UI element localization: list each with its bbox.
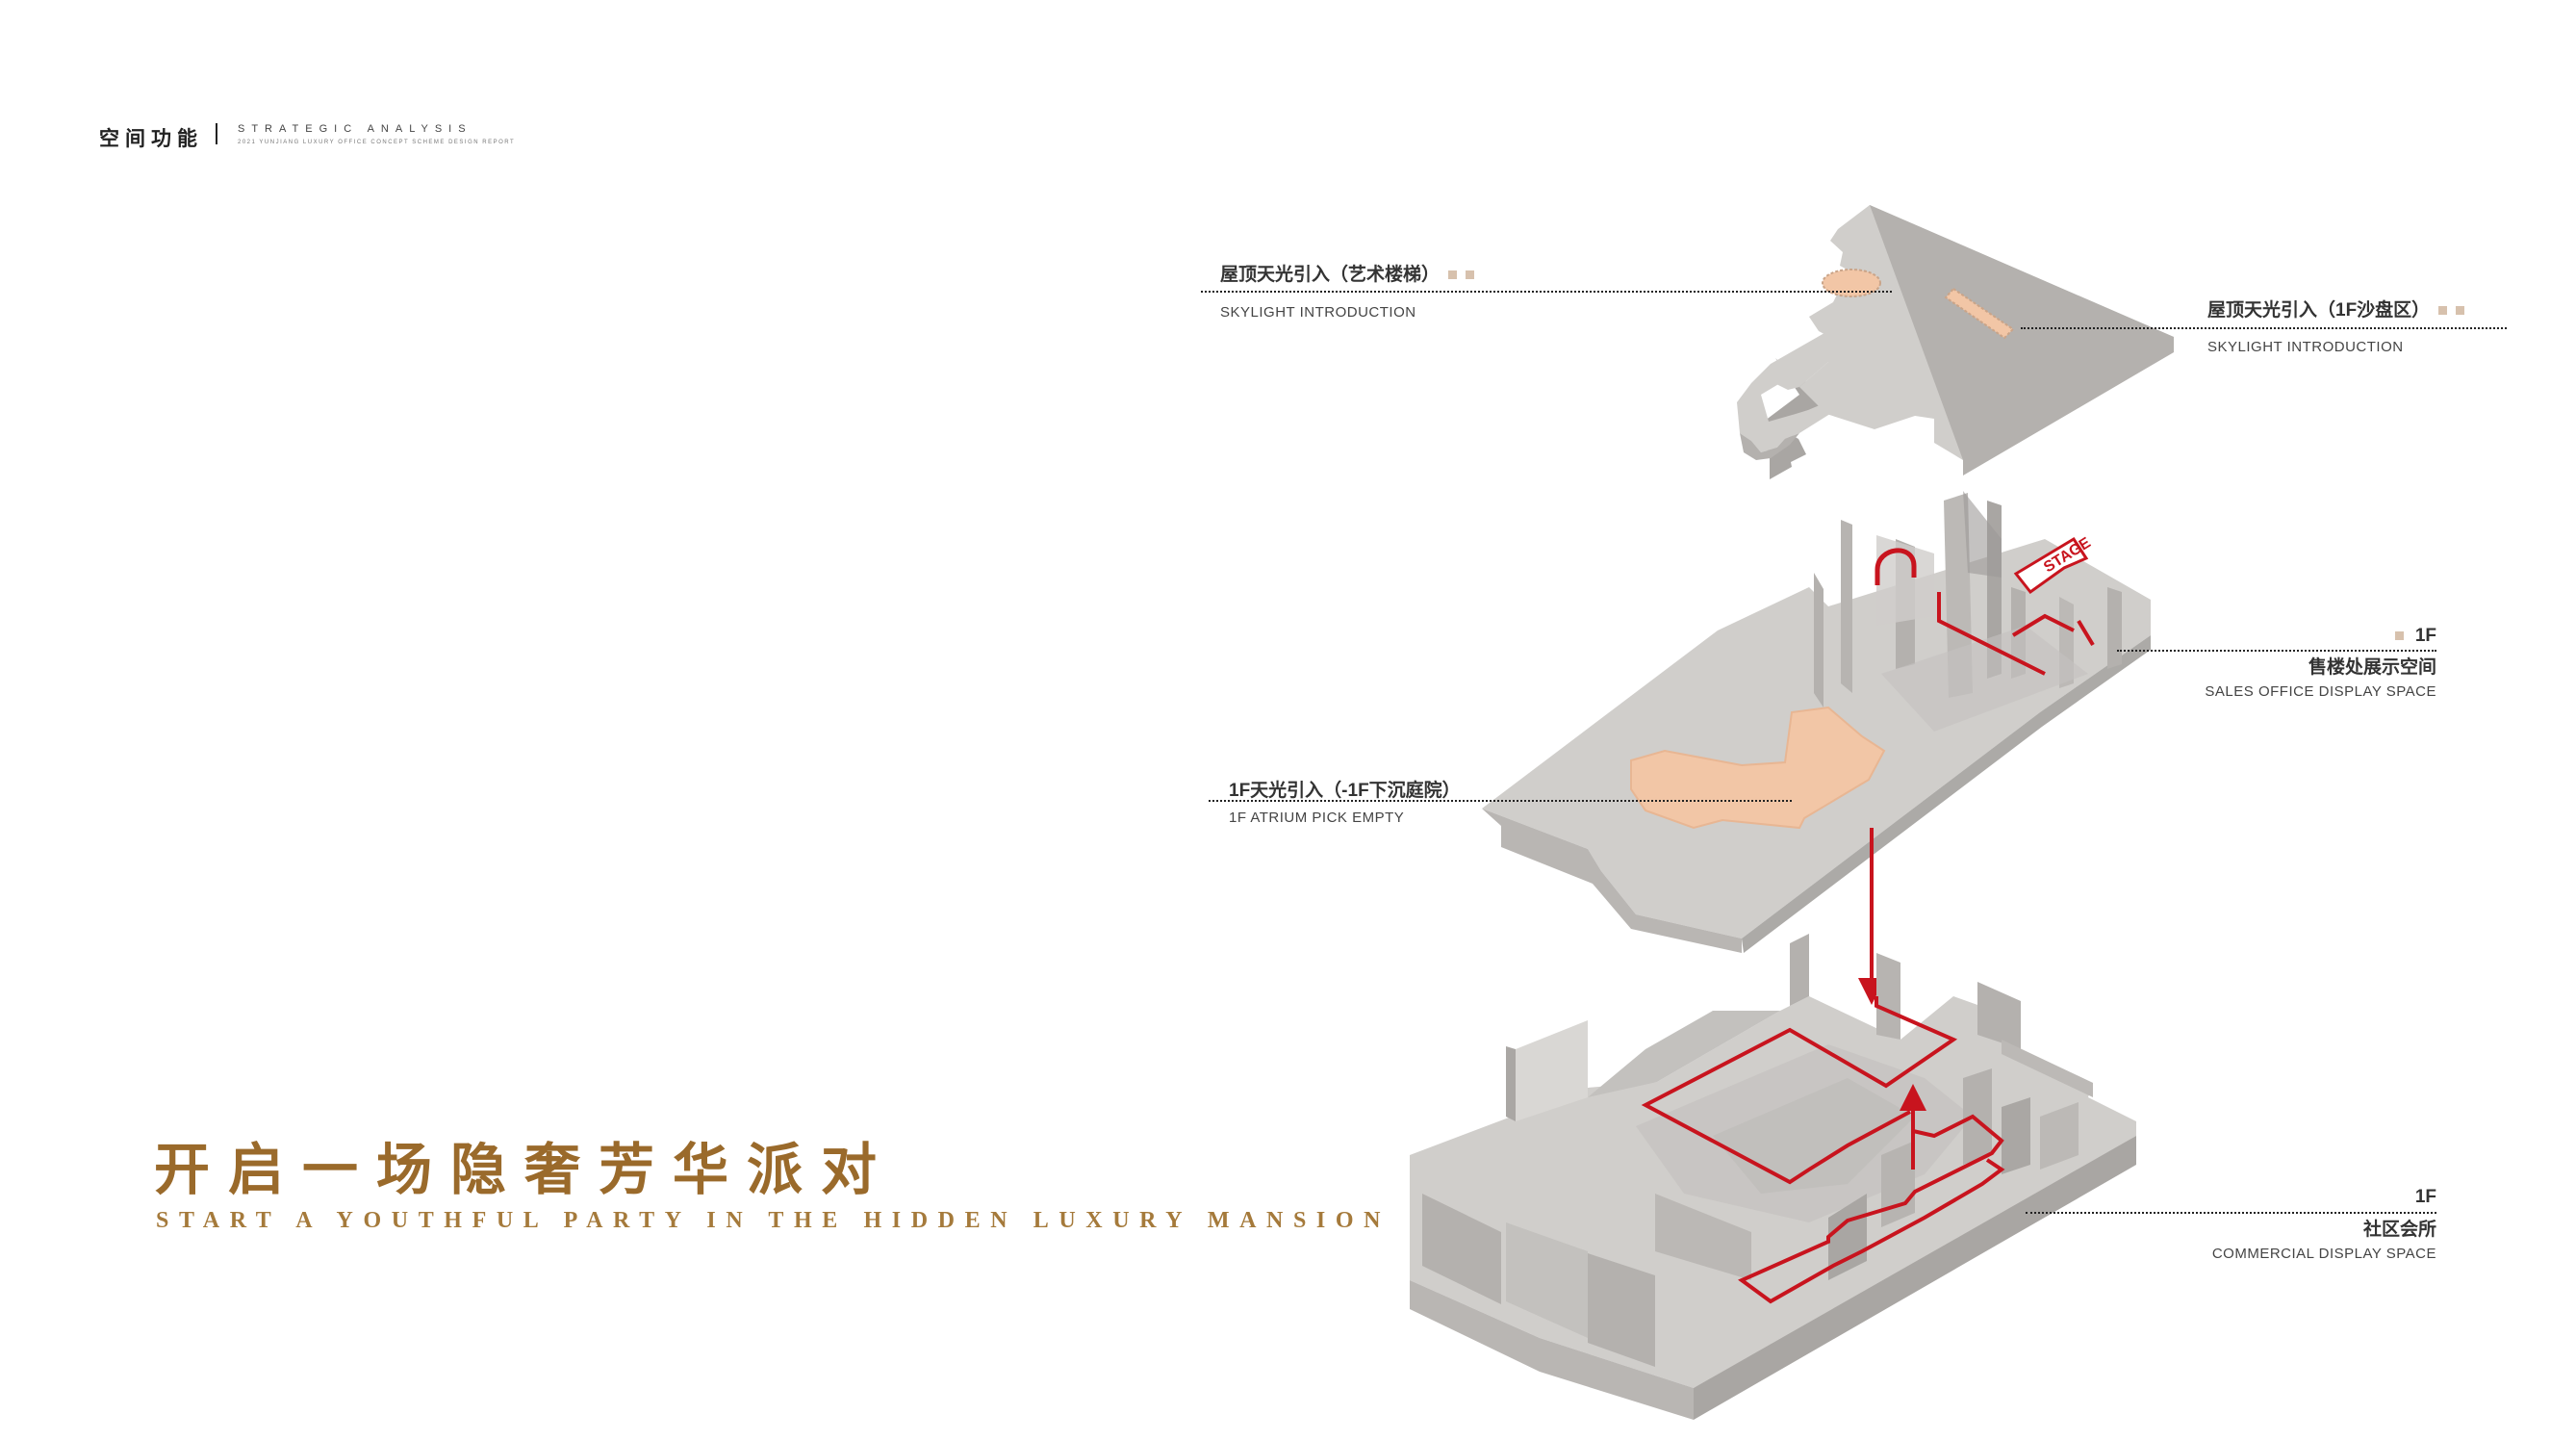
label-club-en: COMMERCIAL DISPLAY SPACE xyxy=(2211,1246,2436,1262)
leader-line-club xyxy=(2026,1212,2436,1214)
label-skylight-stair-en: SKYLIGHT INTRODUCTION xyxy=(1220,304,1416,321)
label-sales-floor: 1F xyxy=(2394,626,2436,647)
leader-line-atrium xyxy=(1209,800,1792,802)
marker-square xyxy=(2456,306,2465,316)
roof-slab xyxy=(1737,205,2174,479)
label-club-floor: 1F xyxy=(2414,1187,2436,1207)
header-divider xyxy=(216,123,217,144)
label-atrium: 1F天光引入（-1F下沉庭院） xyxy=(1229,781,1461,801)
leader-line-sales xyxy=(2117,650,2436,652)
ground-floor-block xyxy=(1410,934,2136,1420)
label-sales: 售楼处展示空间 xyxy=(2308,657,2436,678)
main-title-english: START A YOUTHFUL PARTY IN THE HIDDEN LUX… xyxy=(156,1208,1391,1233)
label-atrium-en: 1F ATRIUM PICK EMPTY xyxy=(1229,810,1405,826)
label-skylight-stair: 屋顶天光引入（艺术楼梯） xyxy=(1220,260,1475,286)
leader-line-skylight-sand xyxy=(2021,327,2507,329)
label-skylight-sand-en: SKYLIGHT INTRODUCTION xyxy=(2207,339,2404,355)
report-subtitle: 2021 YUNJIANG LUXURY OFFICE CONCEPT SCHE… xyxy=(238,140,516,145)
label-club: 社区会所 xyxy=(2362,1220,2436,1240)
marker-square xyxy=(1448,270,1458,280)
first-floor-slab: STAGE xyxy=(1482,491,2151,953)
marker-square xyxy=(1466,270,1475,280)
marker-square xyxy=(2438,306,2448,316)
leader-line-skylight-stair xyxy=(1201,291,1892,293)
label-skylight-sand: 屋顶天光引入（1F沙盘区） xyxy=(2207,296,2465,321)
marker-square xyxy=(2394,631,2404,641)
label-sales-en: SALES OFFICE DISPLAY SPACE xyxy=(2205,683,2436,700)
section-title: 空间功能 xyxy=(99,128,203,150)
main-title: 开启一场隐奢芳华派对 xyxy=(154,1139,896,1201)
section-title-english: STRATEGIC ANALYSIS xyxy=(238,123,472,135)
